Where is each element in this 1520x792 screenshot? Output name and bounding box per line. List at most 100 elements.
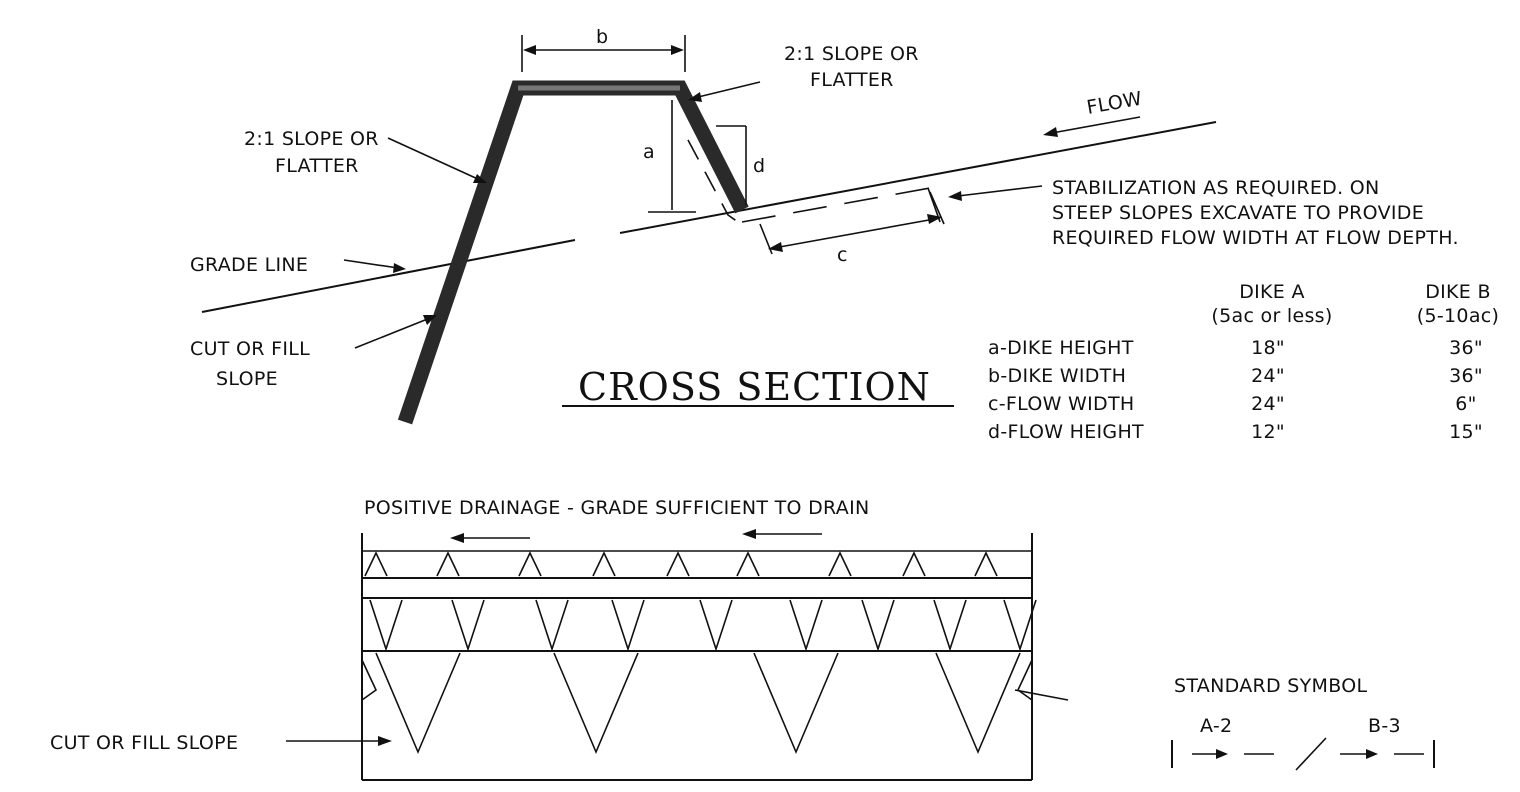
left-slope-label-line1: 2:1 SLOPE OR — [244, 128, 379, 150]
left-slope-leader-arrow — [473, 174, 487, 183]
dim-c-left-tick — [759, 223, 773, 255]
table-row-label: d-FLOW HEIGHT — [988, 421, 1144, 443]
dim-c-arrow-right — [927, 214, 942, 224]
stabilization-leader-arrow — [948, 191, 962, 201]
dike-table: DIKE A (5ac or less) DIKE B (5-10ac) a-D… — [988, 281, 1499, 443]
symbol-title: STANDARD SYMBOL — [1174, 675, 1367, 697]
slope-mark-triangle — [666, 551, 690, 577]
cut-fill-bottom-arrow — [378, 736, 392, 746]
table-row-label: a-DIKE HEIGHT — [988, 337, 1134, 359]
dim-c-line — [773, 217, 941, 249]
symbol-right-label: B-3 — [1368, 715, 1401, 737]
channel-side-dashed — [687, 139, 739, 223]
table-cell-dike-a: 24" — [1251, 365, 1285, 387]
table-col-a-name: DIKE A — [1239, 281, 1305, 303]
grade-line-right — [619, 121, 1217, 234]
slope-mark-triangle — [861, 599, 895, 652]
slope-mark-triangle — [828, 551, 852, 577]
plan-note: POSITIVE DRAINAGE - GRADE SUFFICIENT TO … — [364, 497, 870, 519]
slope-mark-triangle — [902, 551, 926, 577]
slope-mark-triangle — [789, 599, 823, 652]
slope-mark-triangle — [753, 652, 839, 755]
symbol-left-label: A-2 — [1200, 715, 1232, 737]
top-slope-leader — [693, 81, 761, 99]
top-slope-leader-arrow — [688, 92, 702, 102]
table-cell-dike-b: 15" — [1449, 421, 1483, 443]
table-cell-dike-a: 24" — [1251, 393, 1285, 415]
slope-mark-triangle — [535, 599, 569, 652]
table-col-b-name: DIKE B — [1425, 281, 1491, 303]
slope-mark-triangle — [592, 551, 616, 577]
dim-b-arrow-right — [671, 45, 684, 55]
symbol-arrow-left-head — [1216, 749, 1228, 759]
plan-view: POSITIVE DRAINAGE - GRADE SUFFICIENT TO … — [50, 497, 1069, 781]
stabilization-note-line2: STEEP SLOPES EXCAVATE TO PROVIDE — [1052, 202, 1424, 224]
flow-arrow-line — [1051, 116, 1141, 134]
dim-b-arrow-left — [523, 45, 536, 55]
dim-c-arrow-left — [768, 242, 783, 252]
flow-arrow-head — [1043, 127, 1058, 137]
dim-b-label: b — [596, 26, 608, 48]
section-title: CROSS SECTION — [578, 365, 931, 409]
plan-slope-marks-middle — [369, 599, 1037, 652]
standard-symbol: STANDARD SYMBOL A-2 B-3 — [1171, 675, 1435, 771]
top-slope-label-line1: 2:1 SLOPE OR — [784, 43, 919, 65]
slope-mark-triangle — [451, 599, 485, 652]
slope-mark-triangle — [436, 551, 460, 577]
dim-c-label: c — [837, 244, 848, 266]
table-cell-dike-a: 12" — [1251, 421, 1285, 443]
table-col-b-sub: (5-10ac) — [1417, 305, 1499, 327]
plan-break-right — [1016, 659, 1033, 701]
slope-mark-triangle — [935, 652, 1021, 755]
stabilization-leader — [957, 185, 1043, 197]
slope-mark-triangle — [369, 599, 403, 652]
flow-label: FLOW — [1085, 88, 1144, 119]
symbol-arrow-right-head — [1366, 749, 1378, 759]
slope-mark-triangle — [611, 599, 645, 652]
table-row-label: c-FLOW WIDTH — [988, 393, 1134, 415]
table-cell-dike-b: 36" — [1449, 337, 1483, 359]
slope-mark-triangle — [1003, 599, 1037, 652]
grade-line-leader — [343, 259, 399, 269]
dim-d-label: d — [753, 155, 765, 177]
plan-slope-marks-bottom — [375, 652, 1021, 755]
cross-section: b a d c 2:1 SLOPE OR FLATTER 2:1 SLOPE O… — [190, 26, 1459, 425]
cut-fill-top-line1: CUT OR FILL — [190, 338, 310, 360]
grade-line-label: GRADE LINE — [190, 254, 308, 276]
slope-mark-triangle — [364, 551, 388, 577]
slope-mark-triangle — [736, 551, 760, 577]
table-rows: a-DIKE HEIGHT 18" 36" b-DIKE WIDTH 24" 36" c-F… — [988, 337, 1483, 443]
left-slope-leader — [387, 137, 481, 181]
table-cell-dike-b: 6" — [1455, 393, 1476, 415]
slope-mark-triangle — [375, 652, 461, 755]
table-row-label: b-DIKE WIDTH — [988, 365, 1126, 387]
plan-arrow-2-head — [742, 529, 756, 539]
grade-line-leader-arrow — [393, 263, 406, 273]
stabilization-note-line3: REQUIRED FLOW WIDTH AT FLOW DEPTH. — [1052, 227, 1459, 249]
dim-c-right-tick — [929, 191, 945, 225]
cut-fill-top-leader — [354, 317, 431, 349]
plan-slope-marks-top — [364, 551, 998, 577]
top-slope-label-line2: FLATTER — [810, 69, 894, 91]
left-slope-label-line2: FLATTER — [275, 155, 359, 177]
slope-mark-triangle — [518, 551, 542, 577]
cut-fill-top-leader-arrow — [423, 315, 437, 325]
slope-mark-triangle — [933, 599, 967, 652]
slope-mark-triangle — [974, 551, 998, 577]
grade-line-left — [201, 239, 576, 313]
channel-bottom-dashed — [741, 187, 931, 223]
table-cell-dike-a: 18" — [1251, 337, 1285, 359]
slope-mark-triangle — [699, 599, 733, 652]
slope-mark-triangle — [553, 652, 639, 755]
table-col-a-sub: (5ac or less) — [1211, 305, 1332, 327]
dim-a-label: a — [643, 141, 655, 163]
plan-arrow-1-head — [450, 533, 464, 543]
cut-fill-top-line2: SLOPE — [216, 368, 278, 390]
plan-break-left — [361, 659, 378, 701]
plan-break-right-tail — [1014, 689, 1069, 701]
symbol-slash — [1295, 737, 1327, 771]
stabilization-note-line1: STABILIZATION AS REQUIRED. ON — [1052, 177, 1380, 199]
table-cell-dike-b: 36" — [1449, 365, 1483, 387]
